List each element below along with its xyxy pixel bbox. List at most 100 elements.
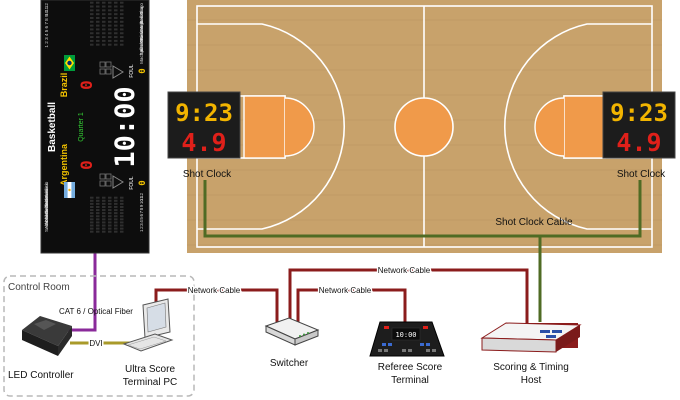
terminal-pc-device (122, 298, 174, 352)
stat-cell (120, 32, 124, 35)
roster-player-number: 5 (44, 29, 49, 32)
roster-player-number: 5 (139, 217, 144, 220)
stat-cell (90, 43, 94, 46)
scoreboard-center: Basketball Argentina Brazil 0 0 Quarter … (47, 55, 148, 198)
stat-cell (96, 5, 100, 8)
roster-player-number: 11 (44, 6, 49, 11)
roster-player-name: Tiago (139, 3, 144, 15)
stat-cell (90, 5, 94, 8)
stat-cell (114, 24, 118, 27)
svg-text:10:00: 10:00 (395, 331, 416, 339)
stat-cell (102, 209, 106, 212)
switcher-label: Switcher (270, 358, 309, 369)
roster-player-name: Nocioni (44, 189, 49, 204)
stat-cell (108, 221, 112, 224)
shot-clock-label-right: Shot Clock (617, 169, 666, 180)
stat-cell (96, 215, 100, 218)
host-label-2: Host (521, 375, 542, 386)
stat-cell (90, 199, 94, 202)
stat-cell (114, 202, 118, 205)
roster-player-name: Marcelo (139, 14, 144, 31)
stat-cell (90, 24, 94, 27)
roster-player-name: Fabricio (44, 181, 49, 198)
roster-player-number: 3 (44, 37, 49, 40)
left-key (243, 95, 286, 159)
roster-player-number: 12 (139, 192, 144, 198)
stat-cell (96, 221, 100, 224)
roster-player-number: 2 (139, 226, 144, 229)
stat-cell (96, 24, 100, 27)
roster-player-number: 3 (139, 223, 144, 226)
roster-player-name: Splitter (139, 41, 144, 56)
stat-cell (108, 218, 112, 221)
svg-text:9:23: 9:23 (175, 99, 233, 127)
away-team-name: Brazil (59, 73, 69, 98)
roster-player-number: 2 (44, 41, 49, 44)
stat-cell (108, 13, 112, 16)
stat-cell (102, 205, 106, 208)
stat-cell (114, 5, 118, 8)
stat-cell (120, 230, 124, 233)
roster-player-name: Varejao (139, 18, 144, 34)
shot-clock-right: 9:23 4.9 (602, 91, 676, 159)
stat-cell (96, 196, 100, 199)
roster-player-number: 4 (44, 33, 49, 36)
stat-cell (108, 227, 112, 230)
stat-cell (90, 20, 94, 23)
stat-cell (108, 209, 112, 212)
dvi-label: DVI (89, 339, 102, 348)
stat-cell (114, 227, 118, 230)
argentina-flag-icon (64, 182, 75, 198)
stat-cell (120, 1, 124, 4)
stat-cell (120, 9, 124, 12)
roster-player-name: Juan G. (44, 204, 49, 220)
terminal-pc-label-1: Ultra Score (125, 364, 175, 375)
stat-cell (102, 5, 106, 8)
stat-cell (114, 1, 118, 4)
roster-player-number: 10 (44, 10, 49, 16)
stat-cell (120, 212, 124, 215)
foul-label-home: FOUL (129, 176, 135, 190)
stat-cell (108, 224, 112, 227)
stat-cell (120, 215, 124, 218)
stat-cell (90, 9, 94, 12)
stat-cell (102, 212, 106, 215)
stat-cell (96, 16, 100, 19)
stat-cell (96, 32, 100, 35)
stat-cell (108, 9, 112, 12)
stat-cell (96, 43, 100, 46)
stat-cell (90, 227, 94, 230)
stat-cell (90, 16, 94, 19)
stat-cell (96, 1, 100, 4)
stat-cell (102, 43, 106, 46)
stat-cell (114, 218, 118, 221)
stat-cell (96, 224, 100, 227)
game-clock: 10:00 (110, 86, 141, 167)
roster-player-number: 8 (44, 18, 49, 21)
stat-cell (114, 212, 118, 215)
roster-player-name: Delfino (44, 199, 49, 214)
control-room-title: Control Room (8, 282, 70, 293)
roster-player-name: Oberto (44, 208, 49, 222)
stat-cell (90, 230, 94, 233)
center-circle (394, 97, 454, 157)
roster-player-name: Giovanni (139, 22, 144, 40)
roster-player-name: Becker (139, 37, 144, 52)
stat-cell (114, 9, 118, 12)
stat-cell (108, 196, 112, 199)
stat-cell (96, 13, 100, 16)
stat-cell (108, 39, 112, 42)
network-cable-top-label: Network Cable (378, 266, 431, 275)
led-controller-device (22, 316, 72, 356)
stat-cell (108, 212, 112, 215)
roster-player-number: 6 (44, 25, 49, 28)
network-cable-referee-label: Network Cable (319, 286, 372, 295)
stat-cell (90, 212, 94, 215)
stat-cell (90, 196, 94, 199)
home-team-name: Argentina (59, 143, 69, 186)
roster-player-number: 1 (139, 229, 144, 232)
stat-cell (114, 32, 118, 35)
svg-text:4.9: 4.9 (616, 128, 661, 157)
stat-cell (102, 39, 106, 42)
